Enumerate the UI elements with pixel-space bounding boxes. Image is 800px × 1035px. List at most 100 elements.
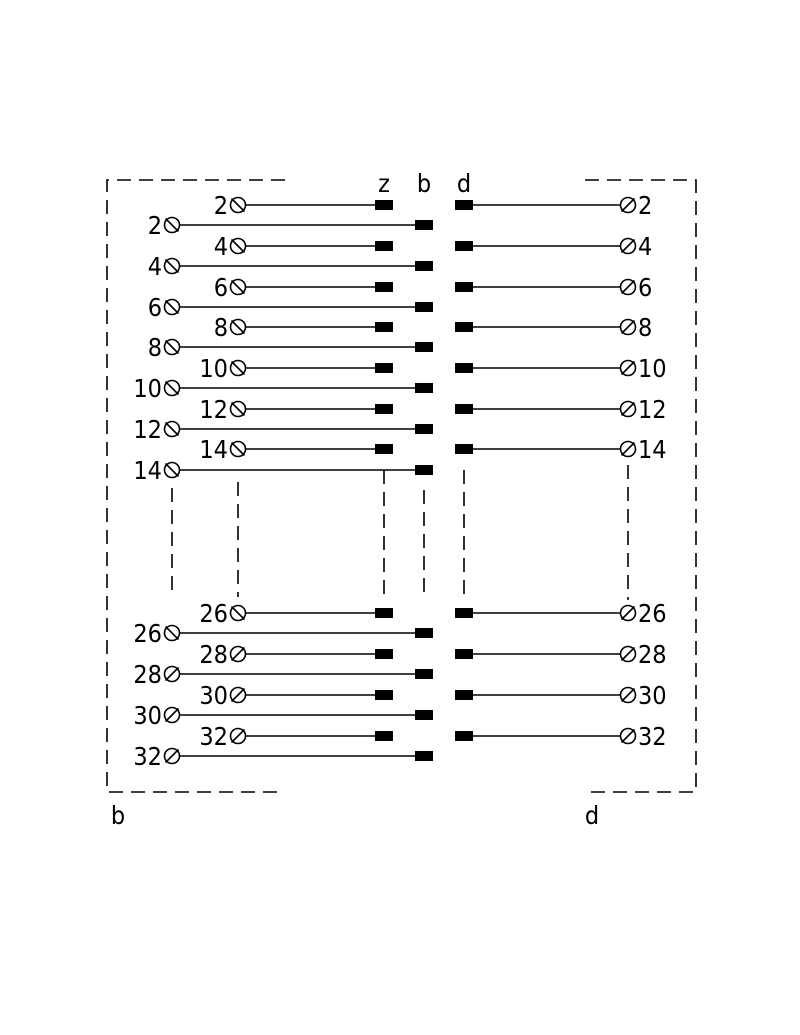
terminal-label-d-4: 4 xyxy=(638,232,652,261)
left-block-outline xyxy=(106,179,285,793)
block-label-right: d xyxy=(585,801,599,830)
pin-z-8 xyxy=(375,322,393,332)
terminal-z-4 xyxy=(229,237,247,255)
pin-b-8 xyxy=(415,342,433,352)
pin-b-14 xyxy=(415,465,433,475)
terminal-label-d-32: 32 xyxy=(638,722,667,751)
pin-z-10 xyxy=(375,363,393,373)
pin-z-26 xyxy=(375,608,393,618)
terminal-label-b-4: 4 xyxy=(148,252,162,281)
wire-group: 2 4 6 8 10 12 14 26 28 30 32 2 4 6 8 10 12 14 26 28 30 32 2 4 6 8… xyxy=(133,191,666,771)
terminal-d-4 xyxy=(619,237,637,255)
column-label-d: d xyxy=(457,169,471,198)
terminal-d-8 xyxy=(619,318,637,336)
terminal-label-d-14: 14 xyxy=(638,435,667,464)
pin-b-30 xyxy=(415,710,433,720)
terminal-z-14 xyxy=(229,440,247,458)
terminal-d-6 xyxy=(619,278,637,296)
terminal-d-12 xyxy=(619,400,637,418)
terminal-d-32 xyxy=(619,727,637,745)
pin-d-2 xyxy=(455,200,473,210)
terminal-z-30 xyxy=(229,686,247,704)
pin-d-12 xyxy=(455,404,473,414)
terminal-d-2 xyxy=(619,196,637,214)
terminal-b-14 xyxy=(163,461,181,479)
pin-b-6 xyxy=(415,302,433,312)
pin-b-28 xyxy=(415,669,433,679)
pin-z-30 xyxy=(375,690,393,700)
terminal-label-b-26: 26 xyxy=(133,619,162,648)
pin-d-30 xyxy=(455,690,473,700)
terminal-label-z-32: 32 xyxy=(199,722,228,751)
pin-b-12 xyxy=(415,424,433,434)
pin-z-32 xyxy=(375,731,393,741)
terminal-z-8 xyxy=(229,318,247,336)
pin-b-2 xyxy=(415,220,433,230)
terminal-z-6 xyxy=(229,278,247,296)
terminal-label-z-4: 4 xyxy=(214,232,228,261)
terminal-label-z-26: 26 xyxy=(199,599,228,628)
pin-z-2 xyxy=(375,200,393,210)
pin-z-28 xyxy=(375,649,393,659)
terminal-label-d-26: 26 xyxy=(638,599,667,628)
pin-z-4 xyxy=(375,241,393,251)
pin-d-14 xyxy=(455,444,473,454)
right-block-outline xyxy=(585,179,697,793)
pin-d-26 xyxy=(455,608,473,618)
pin-z-6 xyxy=(375,282,393,292)
terminal-label-z-8: 8 xyxy=(214,313,228,342)
pin-d-4 xyxy=(455,241,473,251)
column-label-b: b xyxy=(417,169,431,198)
terminal-label-d-12: 12 xyxy=(638,395,667,424)
terminal-label-z-30: 30 xyxy=(199,681,228,710)
terminal-label-b-8: 8 xyxy=(148,333,162,362)
terminal-d-14 xyxy=(619,440,637,458)
terminal-label-d-2: 2 xyxy=(638,191,652,220)
terminal-label-z-10: 10 xyxy=(199,354,228,383)
terminal-label-d-8: 8 xyxy=(638,313,652,342)
terminal-z-12 xyxy=(229,400,247,418)
terminal-z-32 xyxy=(229,727,247,745)
terminal-b-26 xyxy=(163,624,181,642)
terminal-b-2 xyxy=(163,216,181,234)
terminal-label-d-6: 6 xyxy=(638,273,652,302)
terminal-d-30 xyxy=(619,686,637,704)
terminal-label-z-28: 28 xyxy=(199,640,228,669)
pin-d-8 xyxy=(455,322,473,332)
terminal-label-d-30: 30 xyxy=(638,681,667,710)
pin-b-32 xyxy=(415,751,433,761)
pin-d-10 xyxy=(455,363,473,373)
terminal-b-12 xyxy=(163,420,181,438)
terminal-b-8 xyxy=(163,338,181,356)
terminal-b-10 xyxy=(163,379,181,397)
terminal-label-z-14: 14 xyxy=(199,435,228,464)
terminal-b-28 xyxy=(163,665,181,683)
pin-d-6 xyxy=(455,282,473,292)
terminal-label-b-10: 10 xyxy=(133,374,162,403)
terminal-label-b-6: 6 xyxy=(148,293,162,322)
terminal-label-z-2: 2 xyxy=(214,191,228,220)
terminal-label-z-12: 12 xyxy=(199,395,228,424)
terminal-label-b-12: 12 xyxy=(133,415,162,444)
terminal-d-26 xyxy=(619,604,637,622)
terminal-z-26 xyxy=(229,604,247,622)
pin-z-14 xyxy=(375,444,393,454)
block-label-left: b xyxy=(111,801,125,830)
terminal-label-d-28: 28 xyxy=(638,640,667,669)
terminal-b-4 xyxy=(163,257,181,275)
terminal-d-28 xyxy=(619,645,637,663)
terminal-label-z-6: 6 xyxy=(214,273,228,302)
terminal-b-32 xyxy=(163,747,181,765)
pin-d-32 xyxy=(455,731,473,741)
terminal-label-b-32: 32 xyxy=(133,742,162,771)
terminal-label-b-14: 14 xyxy=(133,456,162,485)
terminal-label-b-2: 2 xyxy=(148,211,162,240)
terminal-b-6 xyxy=(163,298,181,316)
terminal-label-b-30: 30 xyxy=(133,701,162,730)
pin-b-26 xyxy=(415,628,433,638)
pin-b-10 xyxy=(415,383,433,393)
terminal-label-d-10: 10 xyxy=(638,354,667,383)
terminal-z-28 xyxy=(229,645,247,663)
pin-d-28 xyxy=(455,649,473,659)
terminal-b-30 xyxy=(163,706,181,724)
